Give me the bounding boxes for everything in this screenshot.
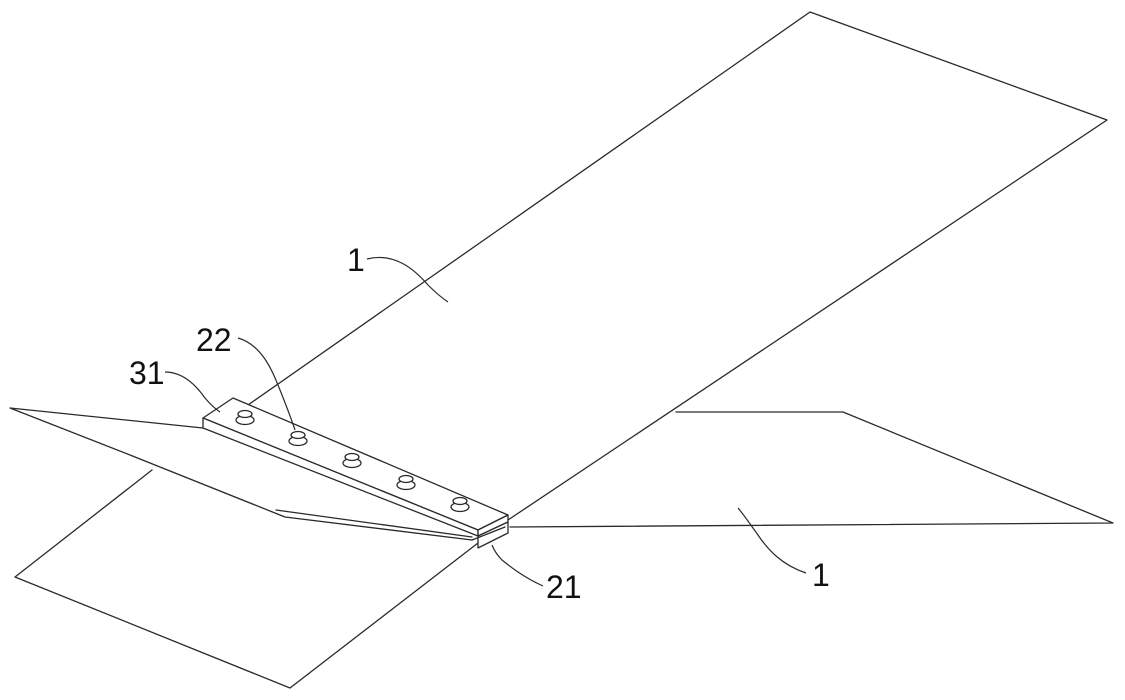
base-block: [471, 521, 509, 549]
bolts: [235, 409, 470, 513]
label-base-block: 21: [546, 569, 582, 605]
lower-left-plate: [14, 469, 479, 689]
bolt-head: [235, 409, 255, 426]
leader-plate-lower: [737, 507, 807, 574]
label-bolt: 22: [196, 322, 232, 358]
bolt-head: [342, 452, 362, 469]
leader-plate-upper: [366, 256, 449, 303]
left-bent-flap: [9, 407, 473, 541]
leader-base-block: [491, 544, 544, 587]
leader-bolt: [237, 337, 296, 431]
upper-plate: [247, 11, 1108, 523]
leader-clamp-bar: [164, 371, 221, 413]
bolt-head: [288, 430, 308, 447]
bolt-head: [450, 496, 470, 513]
label-plate-lower: 1: [812, 557, 830, 593]
leader-lines: [164, 256, 807, 587]
label-clamp-bar: 31: [129, 355, 165, 391]
label-plate-upper: 1: [347, 242, 365, 278]
bolt-head: [396, 474, 416, 491]
lower-right-plate: [509, 411, 1114, 528]
